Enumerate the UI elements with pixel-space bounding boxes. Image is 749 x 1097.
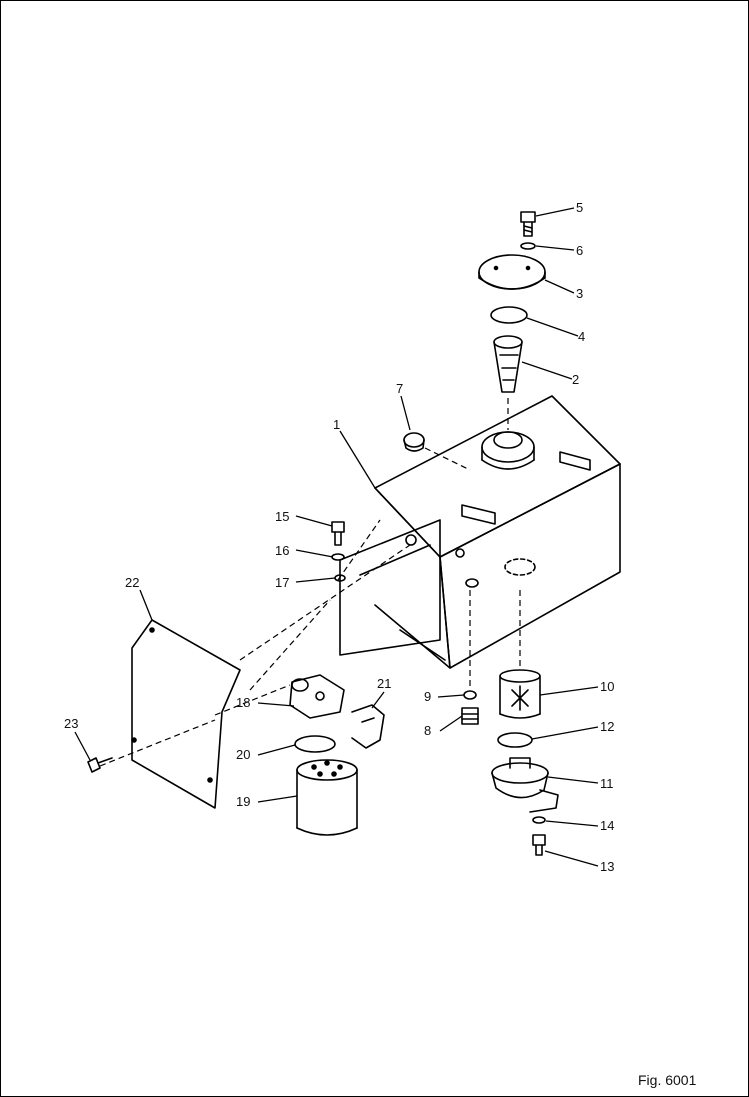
part-label-9: 9 (424, 689, 431, 704)
part-label-10: 10 (600, 679, 614, 694)
part-number-labels: 1 2 3 4 5 6 7 8 9 10 11 12 13 14 15 16 1… (64, 200, 614, 874)
part-label-18: 18 (236, 695, 250, 710)
cover-plate (131, 619, 241, 809)
assembly-lines (99, 398, 521, 767)
part-label-3: 3 (576, 286, 583, 301)
part-label-12: 12 (600, 719, 614, 734)
part-label-13: 13 (600, 859, 614, 874)
part-label-14: 14 (600, 818, 614, 833)
part-label-16: 16 (275, 543, 289, 558)
part-label-6: 6 (576, 243, 583, 258)
tank-body (339, 395, 621, 669)
part-label-2: 2 (572, 372, 579, 387)
part-label-21: 21 (377, 676, 391, 691)
leader-lines (74, 207, 599, 867)
part-label-20: 20 (236, 747, 250, 762)
part-label-1: 1 (333, 417, 340, 432)
part-label-4: 4 (578, 329, 585, 344)
part-label-8: 8 (424, 723, 431, 738)
part-label-5: 5 (576, 200, 583, 215)
part-label-11: 11 (600, 776, 614, 791)
part-label-7: 7 (396, 381, 403, 396)
part-label-23: 23 (64, 716, 78, 731)
figure-caption: Fig. 6001 (638, 1072, 697, 1088)
part-label-19: 19 (236, 794, 250, 809)
part-label-15: 15 (275, 509, 289, 524)
part-label-22: 22 (125, 575, 139, 590)
part-label-17: 17 (275, 575, 289, 590)
